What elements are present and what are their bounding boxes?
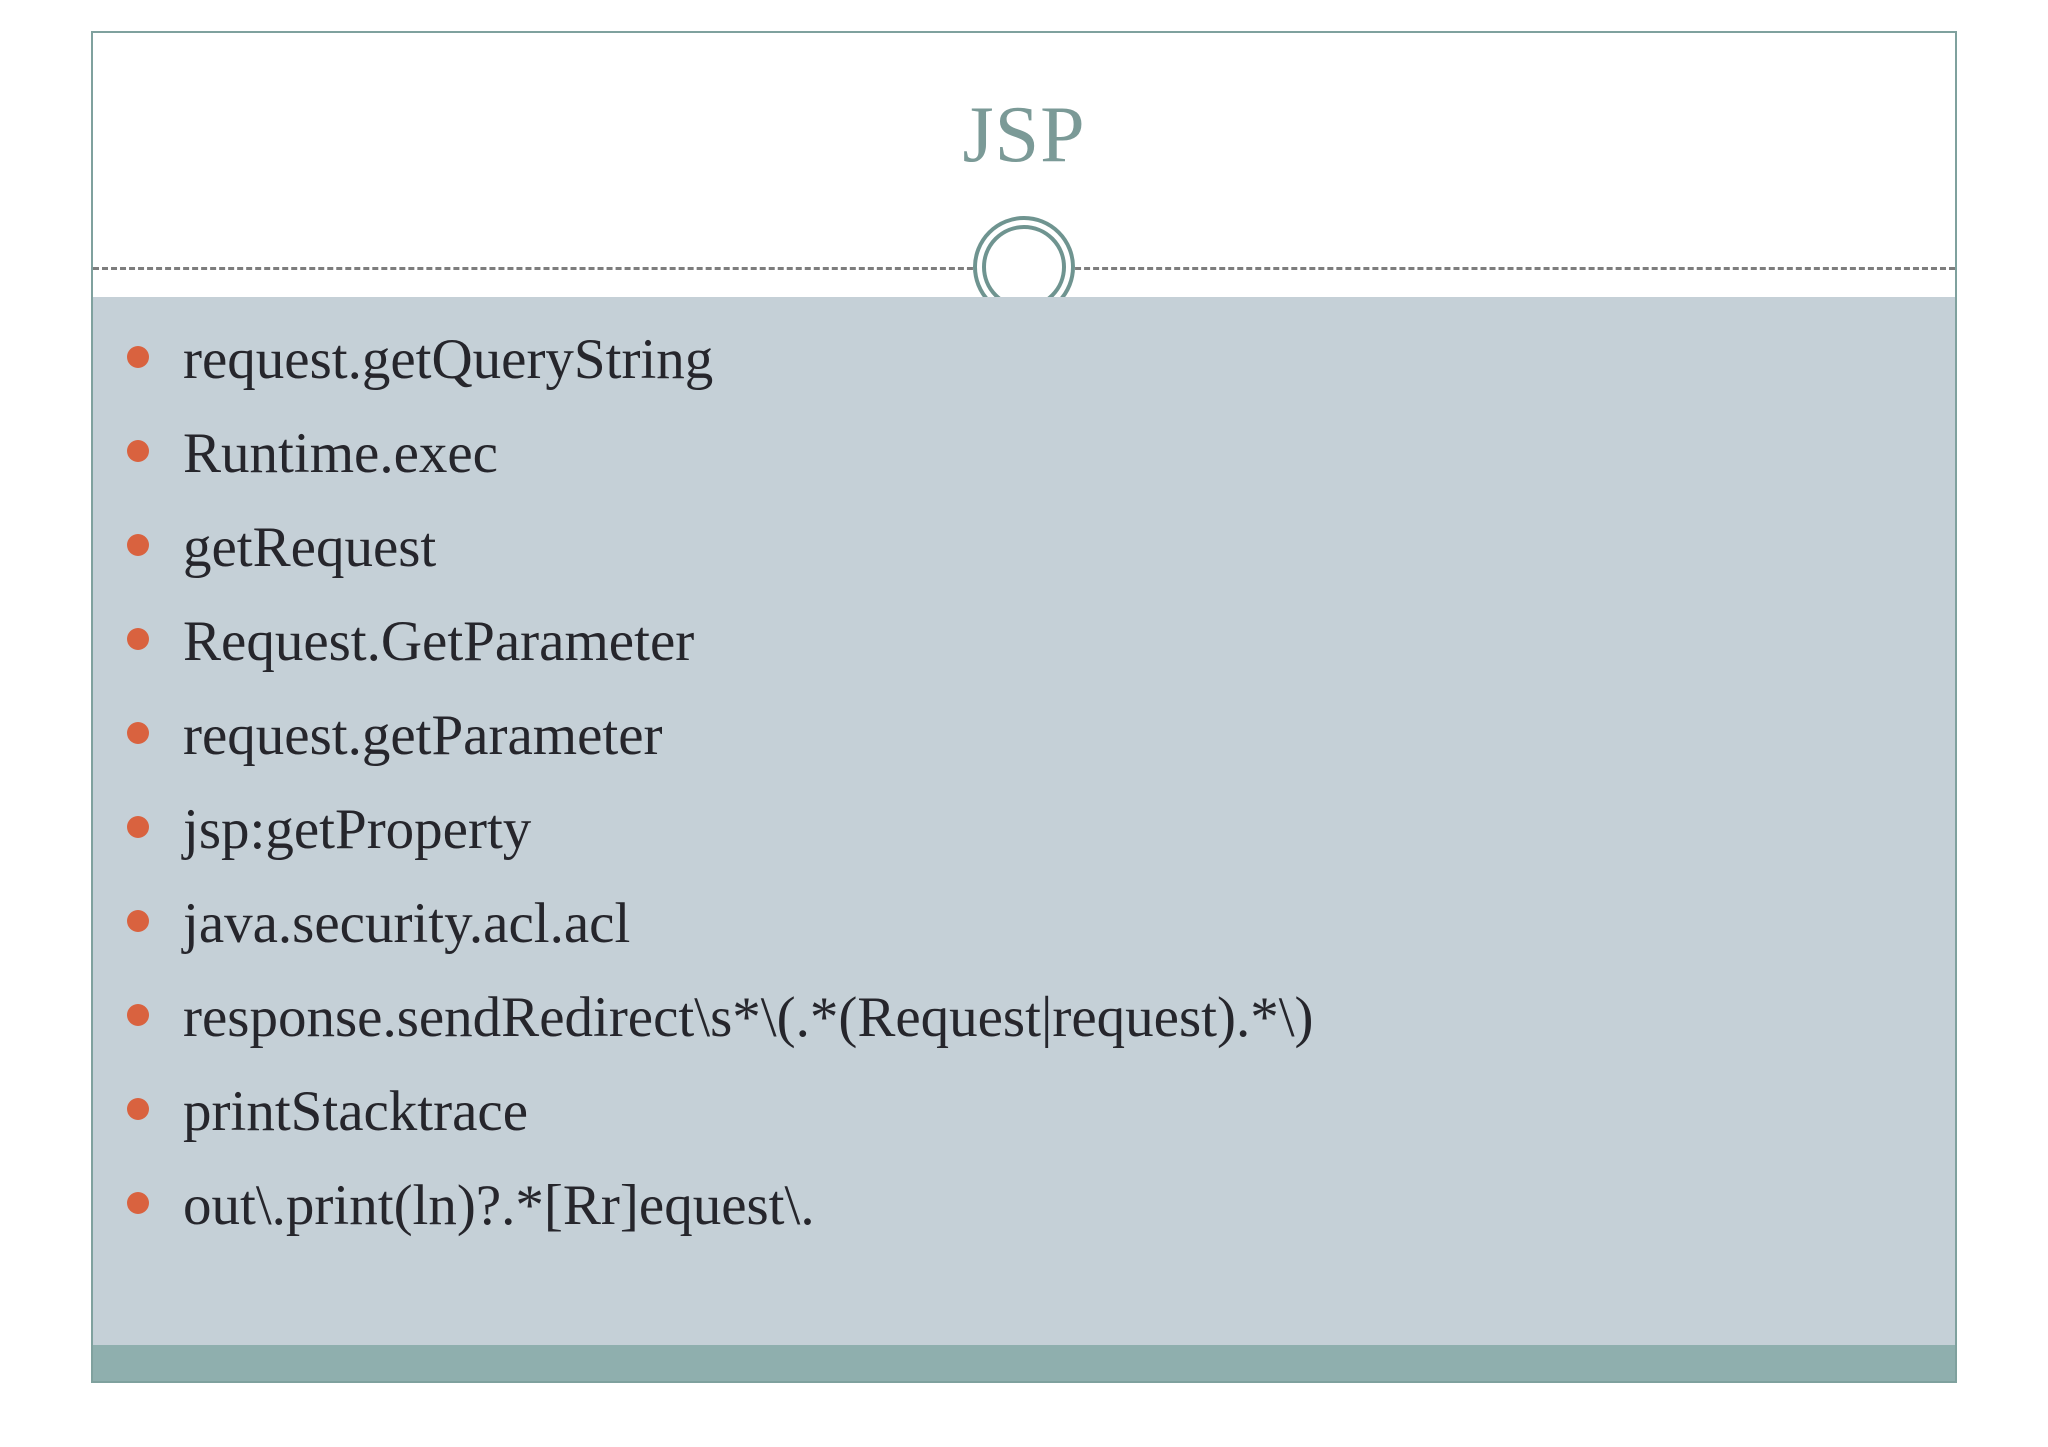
list-item: jsp:getProperty [127,783,1935,877]
bullet-dot-icon [127,816,149,838]
slide-accent-bar [93,1345,1955,1381]
list-item-label: request.getParameter [183,704,663,767]
list-item: printStacktrace [127,1065,1935,1159]
list-item: request.getParameter [127,689,1935,783]
bullet-dot-icon [127,722,149,744]
list-item: request.getQueryString [127,313,1935,407]
slide-body-panel: request.getQueryString Runtime.exec getR… [93,297,1955,1349]
page-title: JSP [962,91,1086,179]
list-item-label: response.sendRedirect\s*\(.*(Request|req… [183,986,1314,1049]
list-item-label: getRequest [183,516,437,579]
list-item-label: out\.print(ln)?.*[Rr]equest\. [183,1174,815,1237]
bullet-dot-icon [127,1192,149,1214]
list-item-label: printStacktrace [183,1080,529,1143]
list-item: out\.print(ln)?.*[Rr]equest\. [127,1159,1935,1253]
list-item: java.security.acl.acl [127,877,1935,971]
slide-frame: JSP request.getQueryString Runtime.exec … [91,31,1957,1383]
list-item-label: Runtime.exec [183,422,498,485]
list-item: Request.GetParameter [127,595,1935,689]
bullet-dot-icon [127,628,149,650]
bullet-dot-icon [127,440,149,462]
bullet-dot-icon [127,910,149,932]
bullet-dot-icon [127,534,149,556]
list-item: getRequest [127,501,1935,595]
list-item-label: request.getQueryString [183,328,714,391]
bullet-dot-icon [127,346,149,368]
list-item-label: java.security.acl.acl [183,892,631,955]
bullet-list: request.getQueryString Runtime.exec getR… [127,313,1935,1253]
bullet-dot-icon [127,1004,149,1026]
list-item-label: Request.GetParameter [183,610,695,673]
bullet-dot-icon [127,1098,149,1120]
list-item-label: jsp:getProperty [183,798,532,861]
list-item: Runtime.exec [127,407,1935,501]
list-item: response.sendRedirect\s*\(.*(Request|req… [127,971,1935,1065]
